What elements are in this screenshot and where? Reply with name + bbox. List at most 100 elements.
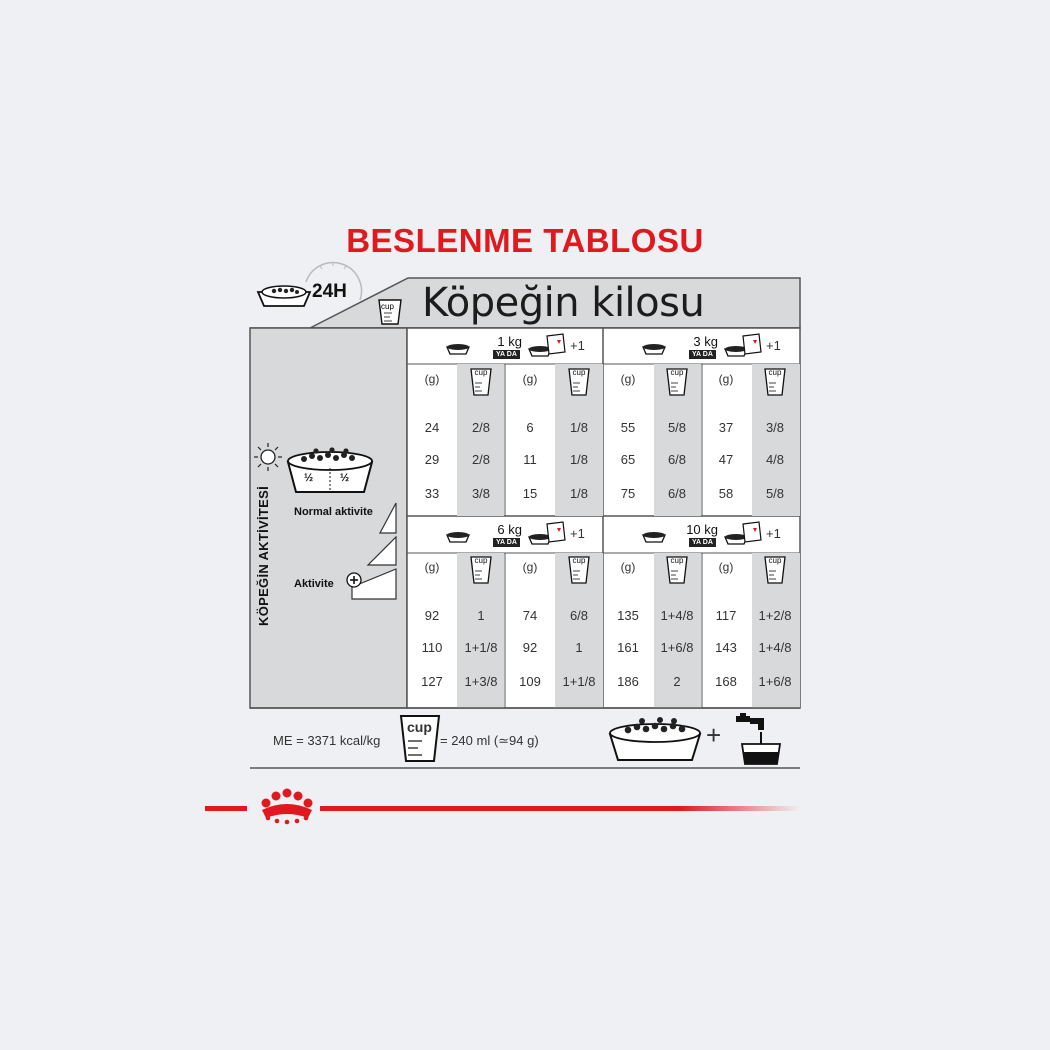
or-badge: YA DA [493,350,520,359]
wet-food-pouch-icon [546,521,566,543]
cup-column-header: cup [474,368,488,377]
table-cell: 1+6/8 [660,640,694,655]
cup-column-header: cup [572,368,586,377]
table-cell: 1+2/8 [758,608,792,623]
grams-column-header: (g) [620,372,636,386]
table-cell: 5/8 [667,420,687,435]
table-cell: 92 [424,608,440,623]
table-cell: 1+4/8 [758,640,792,655]
food-bowl-icon [528,346,552,357]
table-cell: 2/8 [471,452,491,467]
cup-icon-label: cup [407,719,432,735]
food-bowl-icon [724,346,748,357]
plus-one-label: +1 [570,338,585,353]
portion-icons [642,333,762,357]
grams-column-header: (g) [424,372,440,386]
table-cell: 1+1/8 [562,674,596,689]
cup-column-header: cup [474,556,488,565]
food-bowl-icon [446,532,470,543]
table-cell: 1/8 [569,486,589,501]
cup-column-header: cup [768,556,782,565]
table-cell: 110 [421,640,443,655]
portion-icons [446,333,566,357]
cup-column-header: cup [670,368,684,377]
weight-label: 1 kg [497,334,522,349]
table-cell: 2 [673,674,681,689]
measuring-cup-icon [568,368,590,396]
table-cell: 74 [522,608,538,623]
table-cell: 117 [715,608,737,623]
measuring-cup-icon [666,556,688,584]
measuring-cup-icon [399,715,441,762]
grams-column-header: (g) [522,560,538,574]
half-portion-right: ½ [340,472,350,484]
dog-weight-heading: Köpeğin kilosu [422,280,705,326]
or-badge: YA DA [493,538,520,547]
normal-activity-label: Normal aktivite [294,506,373,518]
kibble-bowl-icon [286,447,374,493]
wet-food-pouch-icon [742,521,762,543]
table-cell: 1 [575,640,583,655]
table-cell: 58 [718,486,734,501]
grams-column-header: (g) [718,372,734,386]
table-cell: 6 [526,420,534,435]
or-badge: YA DA [689,350,716,359]
measuring-cup-icon [470,556,492,584]
royal-canin-crown-logo [261,788,313,825]
high-activity-label: Aktivite [294,578,334,590]
grams-column-header: (g) [522,372,538,386]
food-bowl-icon [528,534,552,545]
table-cell: 4/8 [765,452,785,467]
food-bowl-icon [608,717,702,761]
table-cell: 6/8 [667,486,687,501]
table-cell: 1+4/8 [660,608,694,623]
portion-icons [446,521,566,545]
table-cell: 186 [617,674,639,689]
clock-icon [305,261,363,301]
measuring-cup-icon [470,368,492,396]
table-cell: 29 [424,452,440,467]
plus-one-label: +1 [766,338,781,353]
grams-column-header: (g) [718,560,734,574]
plus-circle-icon [346,572,362,588]
table-cell: 5/8 [765,486,785,501]
measuring-cup-icon [666,368,688,396]
half-portion-left: ½ [304,472,314,484]
measuring-cup-icon [764,368,786,396]
page-title: BESLENME TABLOSU [346,222,704,259]
grams-column-header: (g) [424,560,440,574]
table-cell: 11 [523,452,537,467]
cup-equivalent: = 240 ml (≃94 g) [440,733,539,748]
table-cell: 161 [617,640,639,655]
table-cell: 6/8 [569,608,589,623]
cup-column-header: cup [572,556,586,565]
cup-column-header: cup [670,556,684,565]
table-cell: 37 [718,420,734,435]
table-cell: 24 [424,420,440,435]
svg-text:cup: cup [381,302,394,311]
table-cell: 33 [424,486,440,501]
weight-label: 6 kg [497,522,522,537]
table-cell: 168 [715,674,737,689]
grams-column-header: (g) [620,560,636,574]
plus-sign: + [706,720,722,750]
table-cell: 1+6/8 [758,674,792,689]
energy-value: ME = 3371 kcal/kg [273,733,381,748]
table-cell: 6/8 [667,452,687,467]
activity-panel [249,327,408,709]
table-cell: 109 [519,674,541,689]
plus-one-label: +1 [766,526,781,541]
table-cell: 1 [477,608,485,623]
table-cell: 1+3/8 [464,674,498,689]
water-tap-icon [736,713,782,765]
table-cell: 3/8 [471,486,491,501]
table-cell: 55 [620,420,636,435]
table-cell: 47 [718,452,734,467]
food-bowl-icon [642,344,666,355]
measuring-cup-icon: cup [378,299,402,325]
measuring-cup-icon [568,556,590,584]
plus-one-label: +1 [570,526,585,541]
weight-label: 3 kg [693,334,718,349]
table-cell: 1/8 [569,452,589,467]
